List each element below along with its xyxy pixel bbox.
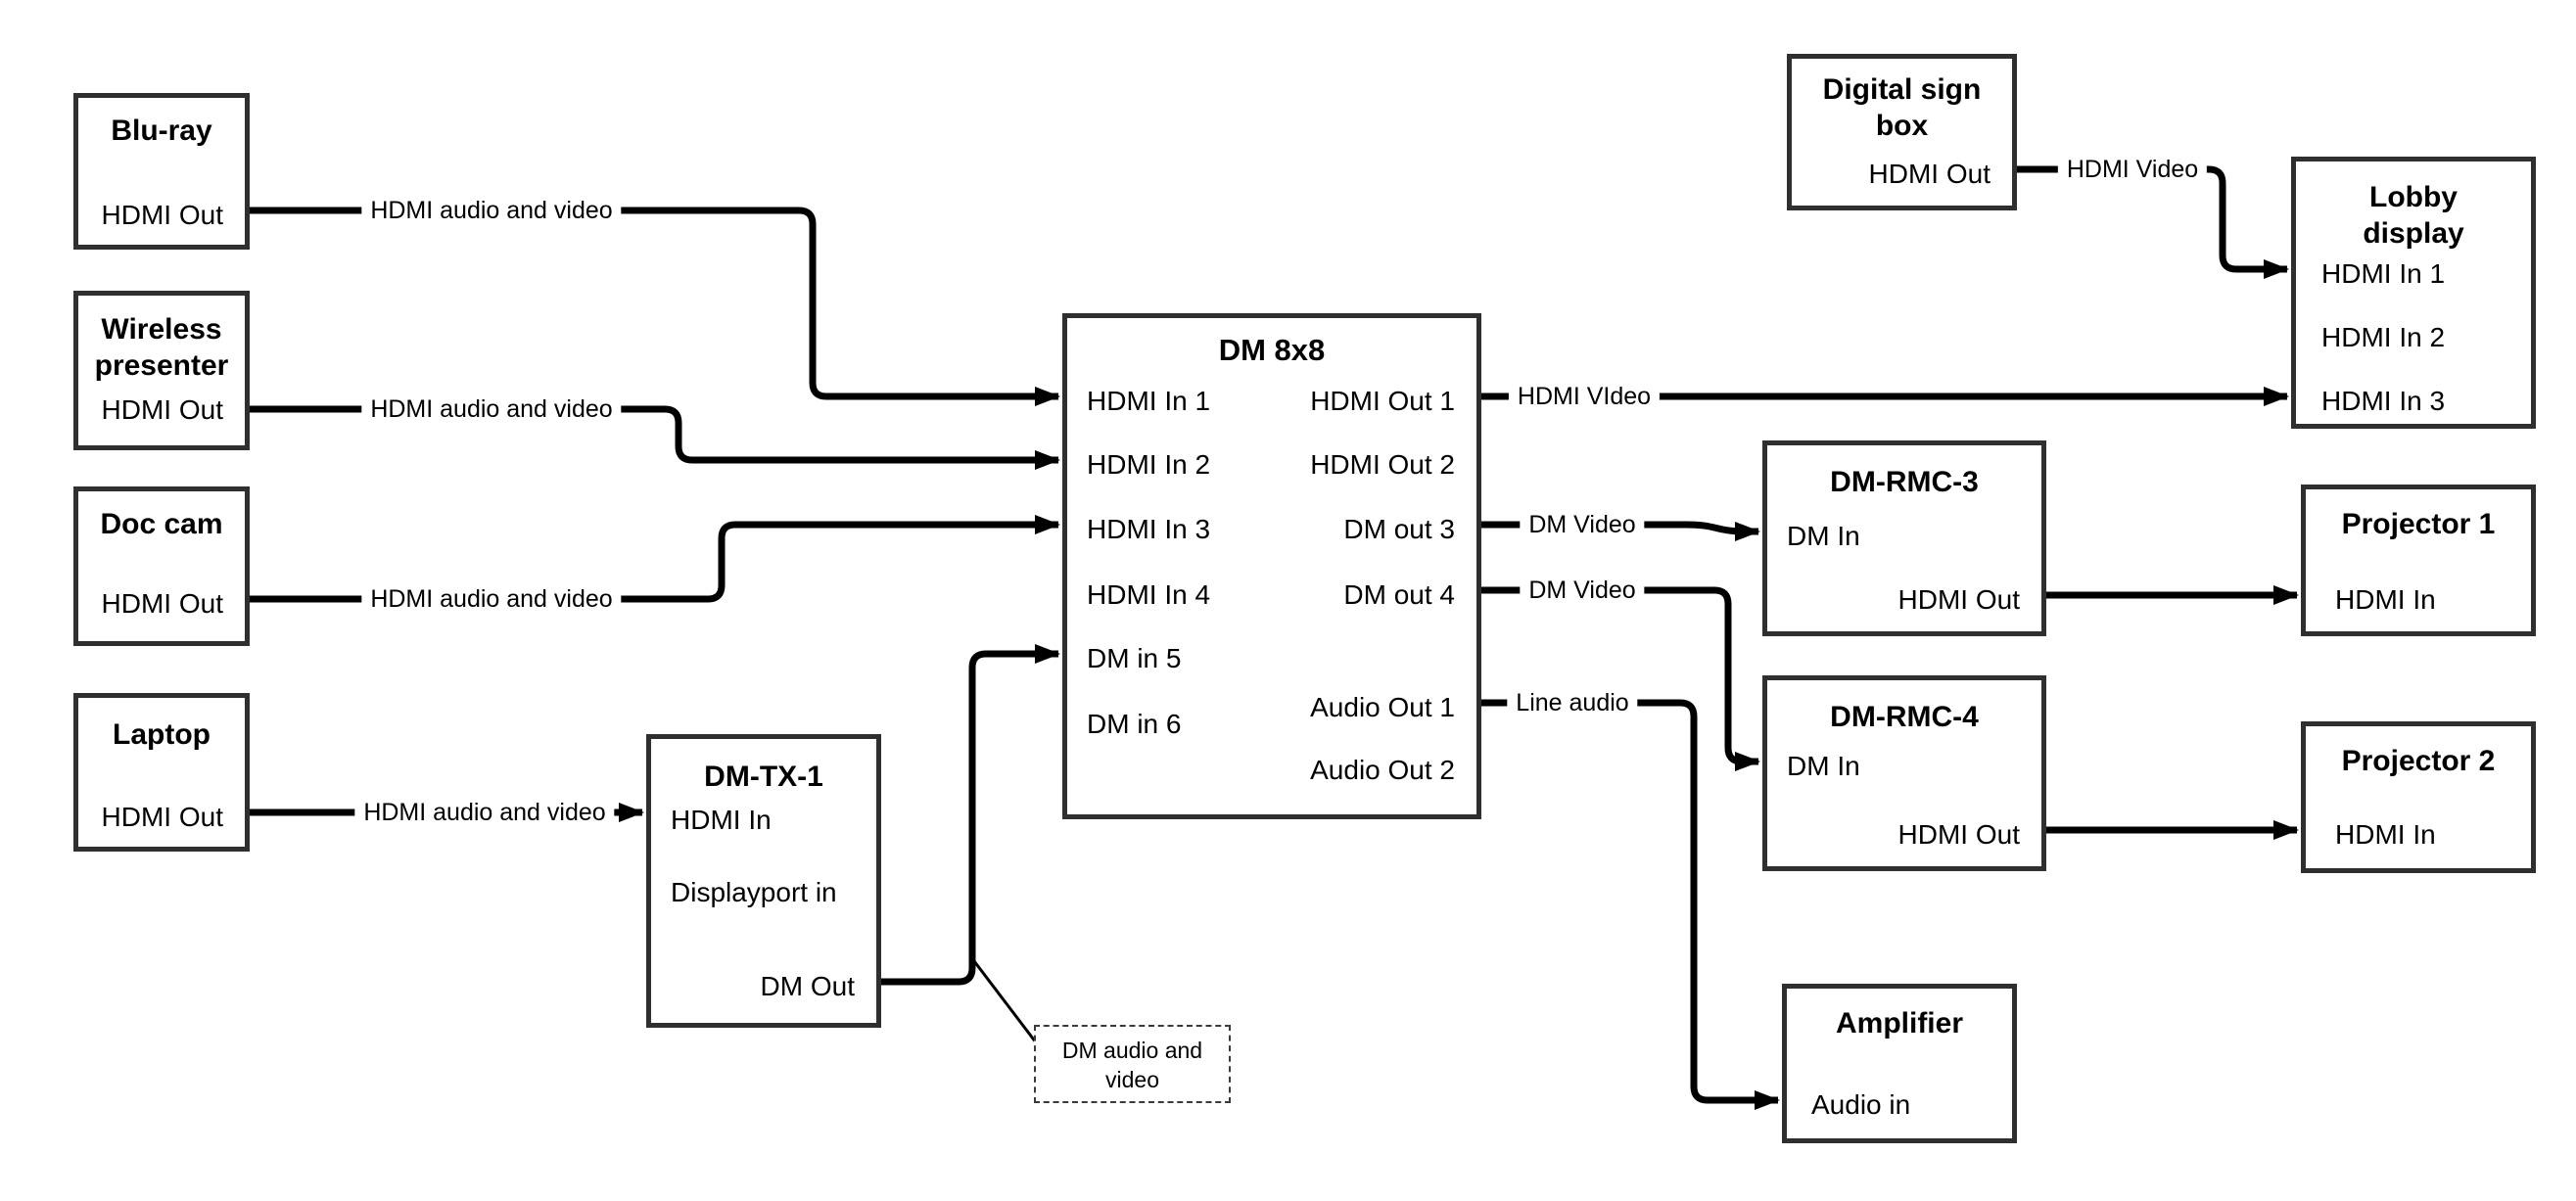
port-audio-out-1: Audio Out 1: [1310, 692, 1455, 722]
callout-dm-audio-and-video: DM audio and video: [1034, 1025, 1231, 1103]
port-hdmi-in: HDMI In: [671, 805, 772, 835]
node-title: DM-RMC-3: [1830, 466, 1979, 498]
port-dm-out: DM Out: [760, 971, 855, 1001]
node-title: DM-RMC-4: [1830, 701, 1979, 733]
edge-dm8x8-audio-out-1-to-amplifier-audio-in: [1481, 699, 1780, 1110]
node-title: Doc cam: [100, 508, 223, 540]
node-lobby-display: Lobby display HDMI In 1 HDMI In 2 HDMI I…: [2291, 157, 2536, 429]
node-digital-sign-box: Digital sign box HDMI Out: [1787, 54, 2017, 210]
port-hdmi-in-1: HDMI In 1: [1087, 386, 1211, 416]
port-hdmi-out-2: HDMI Out 2: [1310, 449, 1455, 480]
port-displayport-in: Displayport in: [671, 877, 837, 907]
edge-label-dm-video-4: DM Video: [1520, 576, 1645, 605]
port-hdmi-in-1: HDMI In 1: [2321, 258, 2446, 289]
port-hdmi-in: HDMI In: [2335, 819, 2436, 850]
node-wireless-presenter: Wireless presenter HDMI Out: [73, 291, 250, 450]
port-hdmi-out: HDMI Out: [101, 394, 223, 425]
port-hdmi-in-2: HDMI In 2: [2321, 322, 2446, 352]
port-dm-in-5: DM in 5: [1087, 643, 1182, 673]
port-audio-in: Audio in: [1811, 1089, 1911, 1120]
port-hdmi-in: HDMI In: [2335, 584, 2436, 615]
edge-label-doccam: HDMI audio and video: [361, 584, 622, 614]
node-projector-1: Projector 1 HDMI In: [2301, 485, 2536, 636]
node-title: Wireless presenter: [94, 313, 229, 382]
port-hdmi-out-1: HDMI Out 1: [1310, 386, 1455, 416]
port-hdmi-in-3: HDMI In 3: [2321, 386, 2446, 416]
port-dm-out-4: DM out 4: [1343, 579, 1455, 610]
edge-wireless-to-dm8x8-hdmi-in-2: [250, 405, 1060, 470]
port-dm-in-6: DM in 6: [1087, 709, 1182, 739]
node-title: Lobby display: [2363, 181, 2464, 250]
port-hdmi-in-4: HDMI In 4: [1087, 579, 1211, 610]
edge-label-line-audio: Line audio: [1507, 688, 1638, 717]
callout-leader-line: [972, 960, 1038, 1043]
port-dm-in: DM In: [1787, 521, 1860, 551]
edge-label-hdmi-video-sign: HDMI Video: [2057, 155, 2208, 184]
port-audio-out-2: Audio Out 2: [1310, 755, 1455, 785]
edge-dm8x8-dm-out-3-to-dmrmc3-dm-in: [1481, 521, 1760, 541]
port-dm-in: DM In: [1787, 751, 1860, 781]
port-hdmi-out: HDMI Out: [1868, 159, 1991, 189]
node-blu-ray: Blu-ray HDMI Out: [73, 93, 250, 250]
edge-digitalsign-to-lobby-hdmi-in-1: [2017, 165, 2289, 279]
node-dm-tx-1: DM-TX-1 HDMI In Displayport in DM Out: [646, 734, 881, 1028]
node-title: Laptop: [113, 718, 211, 751]
node-doc-cam: Doc cam HDMI Out: [73, 486, 250, 646]
node-title: Projector 2: [2341, 745, 2496, 777]
node-dm-rmc-3: DM-RMC-3 DM In HDMI Out: [1762, 440, 2046, 636]
edge-doccam-to-dm8x8-hdmi-in-3: [250, 515, 1060, 603]
edge-label-laptop: HDMI audio and video: [354, 798, 615, 827]
edge-label-wireless: HDMI audio and video: [361, 394, 622, 424]
node-title: DM-TX-1: [704, 761, 823, 793]
node-title: DM 8x8: [1218, 333, 1326, 367]
edge-label-dm-video-3: DM Video: [1520, 510, 1645, 539]
edge-bluray-to-dm8x8-hdmi-in-1: [250, 207, 1060, 406]
port-hdmi-in-2: HDMI In 2: [1087, 449, 1211, 480]
port-hdmi-out: HDMI Out: [1897, 819, 2020, 850]
port-hdmi-out: HDMI Out: [101, 588, 223, 619]
node-laptop: Laptop HDMI Out: [73, 693, 250, 852]
edge-dm8x8-dm-out-4-to-dmrmc4-dm-in: [1481, 586, 1760, 771]
port-hdmi-out: HDMI Out: [1897, 584, 2020, 615]
node-title: Blu-ray: [111, 115, 212, 147]
node-title: Projector 1: [2341, 508, 2496, 540]
node-dm-8x8: DM 8x8 HDMI In 1 HDMI In 2 HDMI In 3 HDM…: [1062, 313, 1481, 819]
edge-dmtx1-dm-out-to-dm8x8-dm-in-5: [881, 644, 1060, 986]
node-title: Amplifier: [1835, 1007, 1964, 1039]
port-hdmi-out: HDMI Out: [101, 802, 223, 832]
node-title: Digital sign box: [1822, 73, 1982, 142]
node-amplifier: Amplifier Audio in: [1782, 984, 2017, 1143]
edge-label-bluray: HDMI audio and video: [361, 196, 622, 225]
edge-label-hdmi-video-out1: HDMI VIdeo: [1508, 382, 1661, 411]
port-dm-out-3: DM out 3: [1343, 514, 1455, 544]
port-hdmi-in-3: HDMI In 3: [1087, 514, 1211, 544]
node-dm-rmc-4: DM-RMC-4 DM In HDMI Out: [1762, 675, 2046, 871]
port-hdmi-out: HDMI Out: [101, 200, 223, 230]
node-projector-2: Projector 2 HDMI In: [2301, 721, 2536, 873]
